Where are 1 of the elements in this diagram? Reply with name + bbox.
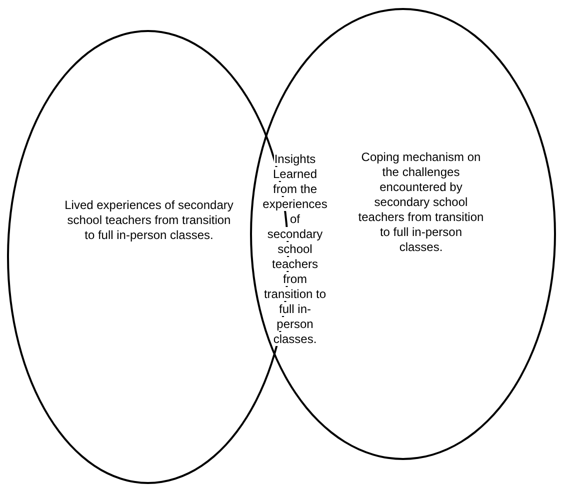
venn-label: Lived experiences of secondary school teachers from transition to full in-person classes. (64, 198, 234, 243)
